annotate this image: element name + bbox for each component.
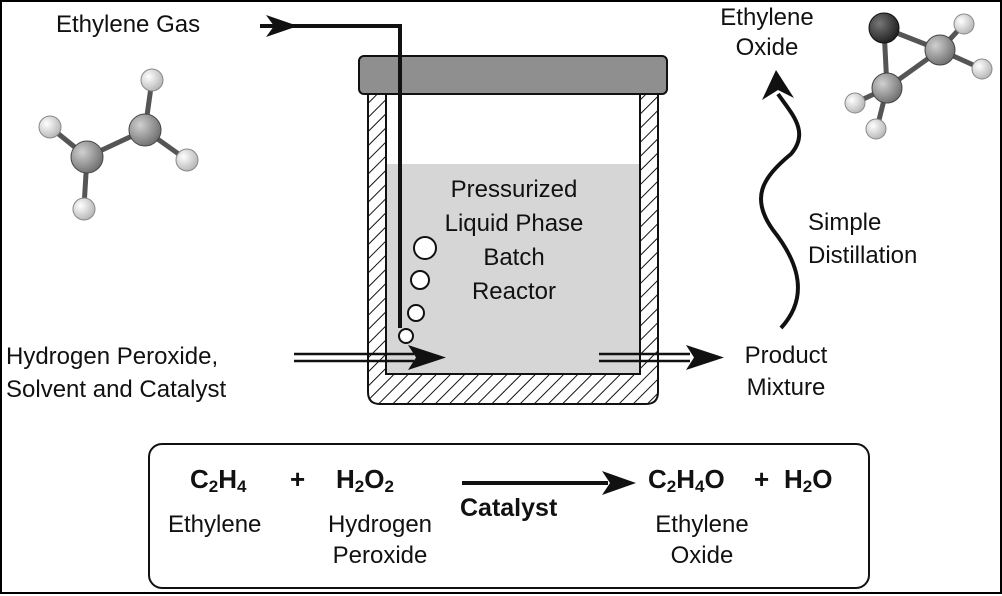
catalyst-label: Catalyst xyxy=(460,494,558,522)
reactor-liquid xyxy=(387,164,639,373)
reactant2-formula: H2O2 xyxy=(336,464,394,496)
hydrogen-atom xyxy=(38,115,62,139)
carbon-atom xyxy=(924,34,956,66)
carbon-atom xyxy=(871,72,903,104)
product2-formula: H2O xyxy=(784,464,833,496)
plus-sign-1: + xyxy=(290,464,306,494)
ethylene-oxide-label-line2: Oxide xyxy=(735,34,799,61)
carbon-atom xyxy=(70,140,104,174)
feed-arrow xyxy=(294,345,446,370)
feed-label-line1: Hydrogen Peroxide, xyxy=(6,343,219,370)
hydrogen-atom xyxy=(865,118,887,140)
reactant2-name-line1: Hydrogen xyxy=(327,511,433,538)
hydrogen-atom xyxy=(140,68,164,92)
reactor-label-line4: Reactor xyxy=(471,278,557,305)
gas-bubbles xyxy=(398,236,437,344)
ethylene-gas-arrowhead xyxy=(266,15,298,37)
hydrogen-atom xyxy=(971,58,993,80)
reactor-vessel xyxy=(358,55,668,405)
product1-name-line2: Oxide xyxy=(670,542,734,569)
product-label-line1: Product xyxy=(744,342,828,369)
hydrogen-atom xyxy=(953,13,975,35)
distillation-label-line1: Simple xyxy=(808,209,882,236)
reactor-label-line1: Pressurized xyxy=(450,176,578,203)
product-arrow xyxy=(599,345,724,370)
ethylene-oxide-molecule xyxy=(844,12,993,140)
hydrogen-atom xyxy=(72,197,96,221)
bubble xyxy=(407,304,425,322)
bubble xyxy=(410,270,430,290)
reaction-equation-box xyxy=(148,443,870,589)
bubble xyxy=(413,236,437,260)
product1-formula: C2H4O xyxy=(648,464,725,496)
feed-label-line2: Solvent and Catalyst xyxy=(6,376,227,403)
carbon-atom xyxy=(128,113,162,147)
ethylene-feed-pipe xyxy=(260,15,402,328)
distillation-arrow xyxy=(758,70,802,330)
reactant1-name: Ethylene xyxy=(168,511,262,538)
bubble xyxy=(398,328,414,344)
oxygen-atom xyxy=(868,12,900,44)
ethylene-gas-label: Ethylene Gas xyxy=(56,11,201,38)
hydrogen-atom xyxy=(844,92,866,114)
distillation-label-line2: Distillation xyxy=(808,242,918,269)
reactant2-name-line2: Peroxide xyxy=(332,542,428,569)
reactor-lid xyxy=(358,55,668,95)
reactor-label-line2: Liquid Phase xyxy=(444,210,584,237)
plus-sign-2: + xyxy=(754,464,770,494)
ethylene-oxide-label-line1: Ethylene xyxy=(720,4,814,31)
product-label-line2: Mixture xyxy=(746,374,826,401)
ethylene-molecule xyxy=(38,68,199,221)
reaction-arrow xyxy=(462,471,636,495)
reactor-label-line3: Batch xyxy=(483,244,545,271)
reactant1-formula: C2H4 xyxy=(190,464,247,496)
product1-name-line1: Ethylene xyxy=(655,511,749,538)
hydrogen-atom xyxy=(175,148,199,172)
